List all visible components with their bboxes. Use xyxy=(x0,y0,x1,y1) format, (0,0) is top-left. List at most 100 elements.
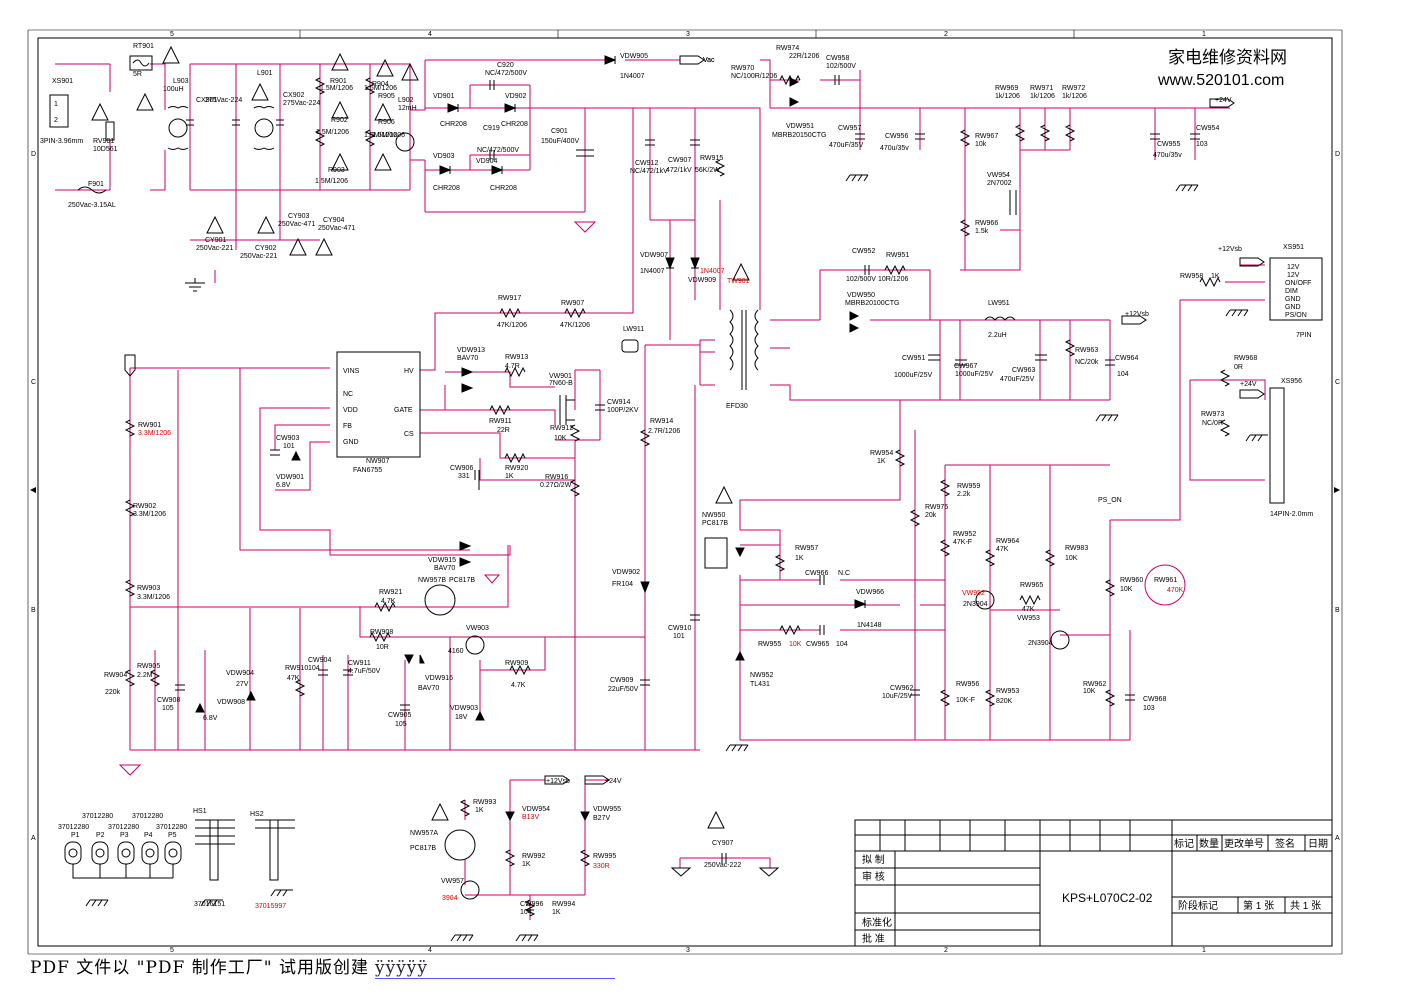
component-label: CY904 xyxy=(323,217,345,224)
component-label: 3PIN-3.96mm xyxy=(40,138,83,145)
component-label: 1K xyxy=(475,807,484,814)
component-label: 5R xyxy=(133,71,142,78)
svg-text:D: D xyxy=(31,151,36,158)
component-label: VDW907 xyxy=(640,252,668,259)
component-label: 2N7002 xyxy=(987,180,1012,187)
component-label: 2.2M xyxy=(137,672,153,679)
thermistor-rt901 xyxy=(129,55,153,71)
component-label: FAN6755 xyxy=(353,467,382,474)
component-label: 6.8V xyxy=(276,482,291,489)
component-label: RW910 xyxy=(285,665,308,672)
component-label: 104 xyxy=(308,665,320,672)
stage-mark: 阶段标记 xyxy=(1178,899,1218,912)
component-label: 4.7uF/50V xyxy=(348,668,381,675)
component-label: 27V xyxy=(236,681,249,688)
transistor-vw953 xyxy=(1050,630,1070,650)
diode-group xyxy=(195,55,867,822)
bead-lw911 xyxy=(621,339,639,353)
component-label: 103 xyxy=(1143,705,1155,712)
component-label: 10K xyxy=(1065,555,1078,562)
component-label: RW962 xyxy=(1083,681,1106,688)
component-label: 1K xyxy=(795,555,804,562)
component-label: R905 xyxy=(378,93,395,100)
component-label: RW963 xyxy=(1075,347,1098,354)
component-label: HS2 xyxy=(250,811,264,818)
component-label: MBRB20100CTG xyxy=(845,300,899,307)
component-label: 1K xyxy=(552,909,561,916)
fuse-f901 xyxy=(77,186,107,194)
component-label: VDW951 xyxy=(786,123,814,130)
component-label: 2.7R/1206 xyxy=(648,428,680,435)
component-label: XS956 xyxy=(1281,378,1302,385)
component-label: 3904 xyxy=(442,895,458,902)
component-label: CW958 xyxy=(826,55,849,62)
component-label: BAV70 xyxy=(457,355,478,362)
component-label: LW911 xyxy=(623,326,644,333)
component-label: 100P/2KV xyxy=(607,407,639,414)
component-label: 1.5M/1206 xyxy=(364,85,397,92)
component-label: 105 xyxy=(162,705,174,712)
component-label: 1k/1206 xyxy=(995,93,1020,100)
component-label: 1N4007 xyxy=(700,268,725,275)
component-label: CW907 xyxy=(668,157,691,164)
component-label: RW960 xyxy=(1120,577,1143,584)
component-label: 470u/35v xyxy=(1153,152,1182,159)
component-label: RW914 xyxy=(650,418,673,425)
component-label: CY901 xyxy=(205,237,227,244)
component-label: GND xyxy=(1285,296,1301,303)
component-label: 150uF/400V xyxy=(541,138,579,145)
component-label: 250Vac-3.15AL xyxy=(68,202,116,209)
resistor-horizontal-group xyxy=(369,74,1221,676)
svg-text:D: D xyxy=(1335,151,1340,158)
component-label: CW951 xyxy=(902,355,925,362)
component-label: C920 xyxy=(497,62,514,69)
component-label: VDD xyxy=(343,407,358,414)
component-label: 820K xyxy=(996,698,1013,705)
component-label: 275Vac-224 xyxy=(205,97,242,104)
component-label: CW912 xyxy=(635,160,658,167)
component-label: 47K xyxy=(996,546,1009,553)
component-label: RW983 xyxy=(1065,545,1088,552)
component-label: RW903 xyxy=(137,585,160,592)
component-label: HV xyxy=(404,368,414,375)
component-label: RW971 xyxy=(1030,85,1053,92)
component-label: +12Vsb xyxy=(1218,246,1242,253)
component-label: RW964 xyxy=(996,538,1019,545)
component-label: NW952 xyxy=(750,672,773,679)
port-12vsb-c xyxy=(544,775,570,785)
component-label: 102/500V xyxy=(826,63,856,70)
component-label: +24V xyxy=(1215,97,1232,104)
component-label: RW961 xyxy=(1154,577,1177,584)
component-label: 1N4148 xyxy=(857,622,882,629)
component-label: RW902 xyxy=(133,503,156,510)
component-label: VDW905 xyxy=(620,53,648,60)
mosfet-vw954 xyxy=(1009,190,1017,215)
wire-network xyxy=(55,59,1266,920)
component-label: R906 xyxy=(378,119,395,126)
port-12vsb-b xyxy=(1239,257,1265,267)
component-label: RW993 xyxy=(473,799,496,806)
footer-signature: ÿÿÿÿÿ xyxy=(374,958,615,979)
component-label: RW957 xyxy=(795,545,818,552)
component-label: 12V xyxy=(1287,272,1300,279)
component-label: RW966 xyxy=(975,220,998,227)
mounting-pads xyxy=(64,841,182,879)
component-label: CY902 xyxy=(255,245,277,252)
component-label: RW917 xyxy=(498,295,521,302)
ruler-label: 2 xyxy=(944,947,948,954)
component-label: RW958 xyxy=(1180,273,1203,280)
component-label: 3.3M/1206 xyxy=(133,511,166,518)
component-label: 250Vac-471 xyxy=(278,221,315,228)
component-label: 12V xyxy=(1287,264,1300,271)
component-label: NC/100R/1206 xyxy=(731,73,777,80)
component-label: P5 xyxy=(168,832,177,839)
choke-l903 xyxy=(168,118,188,138)
component-label: RW956 xyxy=(956,681,979,688)
component-label: VDW915 xyxy=(428,557,456,564)
port-vac xyxy=(679,55,705,65)
component-label: C901 xyxy=(551,128,568,135)
sheet-number: 第 1 张 xyxy=(1243,899,1274,912)
component-label: CW968 xyxy=(1143,696,1166,703)
component-label: 37012280 xyxy=(156,824,187,831)
